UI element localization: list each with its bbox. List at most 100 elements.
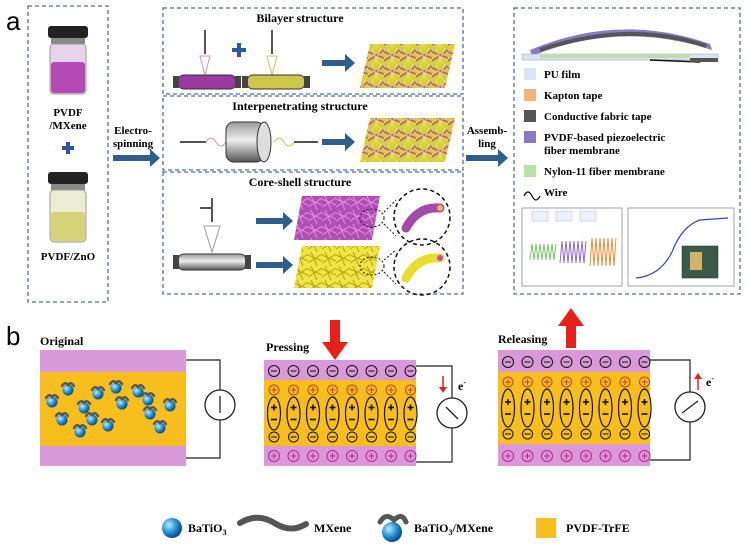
voltage-trace: [559, 240, 587, 264]
surface-charge: [521, 450, 534, 462]
mxene-sheet-icon: [237, 514, 309, 532]
wire-icon: [523, 191, 541, 201]
batio3-particle: [110, 382, 122, 394]
mxene-flake: [130, 384, 146, 390]
electrospinning-label-1: Electro-: [114, 125, 152, 137]
bound-charge: [541, 428, 553, 440]
surface-charge: [638, 356, 651, 368]
batio3-mxene-icon: [377, 514, 409, 542]
surface-charge: [521, 356, 534, 368]
surface-charge: [307, 450, 319, 462]
original-device: [40, 350, 186, 466]
releasing-electron-label: e-: [706, 374, 714, 389]
original-title: Original: [40, 334, 84, 348]
vial-top-label-line2: /MXene: [48, 120, 86, 132]
surface-charge: [385, 365, 397, 377]
bound-charge: [288, 384, 299, 396]
mxene-flake: [100, 418, 116, 424]
original-particles: [44, 380, 178, 438]
interpenetrating-spinner: [180, 121, 318, 163]
bilayer-membrane: [360, 44, 455, 88]
bound-charge: [385, 431, 397, 443]
interpenetrating-membrane: [360, 118, 455, 162]
releasing-circuit: [650, 359, 691, 461]
dipole: [539, 388, 555, 428]
surface-charge: [541, 450, 553, 462]
pressing-title: Pressing: [266, 340, 309, 354]
surface-charge: [404, 450, 417, 462]
batio3-particle: [164, 400, 176, 412]
voltage-trace: [589, 237, 617, 267]
bound-charge: [580, 428, 592, 440]
core-shell-fiber-yellow: [401, 253, 445, 283]
bound-charge: [288, 431, 299, 443]
bound-charge: [405, 384, 416, 396]
legend-swatch: [524, 68, 536, 80]
legend-item-label: Wire: [544, 187, 568, 199]
bound-charge: [541, 376, 553, 388]
batio3-particle: [102, 420, 114, 432]
device-illustration: [521, 29, 719, 63]
device-box: [513, 7, 741, 295]
bound-charge: [639, 376, 650, 388]
legend-item-label: Conductive fabric tape: [544, 111, 652, 123]
dipole: [617, 388, 633, 428]
zoom-circle-2: [393, 238, 451, 296]
core-shell-fiber-purple: [401, 203, 445, 233]
legend-swatch: [524, 165, 536, 177]
surface-charge: [287, 450, 300, 462]
legend-swatch: [524, 89, 536, 101]
surface-charge: [599, 356, 612, 368]
materials-box: [27, 5, 109, 303]
panel-a-label: a: [6, 6, 21, 36]
releasing-title: Releasing: [498, 332, 547, 346]
bound-charge: [502, 376, 514, 388]
bound-charge: [405, 431, 416, 443]
surface-charge: [619, 450, 631, 462]
batio3-particle: [144, 408, 156, 420]
coreshell-arrow-1: [256, 212, 293, 230]
plus-icon: [62, 142, 74, 154]
mxene-flake: [76, 400, 92, 406]
legend-pvdf-trfe: PVDF-TrFE: [566, 521, 630, 535]
dipole: [637, 388, 652, 428]
dipole: [344, 396, 360, 431]
batio3-particle: [116, 398, 128, 410]
bound-charge: [268, 431, 280, 443]
surface-charge: [326, 450, 339, 462]
coreshell-membrane-purple: [294, 196, 380, 240]
mxene-flake: [60, 382, 76, 388]
charging-plot-thumbnail: [627, 207, 735, 287]
mxene-flake: [72, 424, 88, 430]
surface-charge: [385, 450, 397, 462]
dipole: [559, 388, 574, 428]
electrospinning-arrow: [113, 149, 160, 167]
dipole: [578, 388, 594, 428]
releasing-arrow: [558, 308, 584, 348]
bound-charge: [561, 376, 572, 388]
bilayer-title: Bilayer structure: [256, 11, 344, 25]
legend-batio3: BaTiO3: [188, 521, 226, 537]
plus-icon-bilayer: [232, 43, 246, 57]
voltage-plot-thumbnail: [521, 207, 623, 287]
coreshell-membrane-yellow: [294, 246, 380, 288]
releasing-dipoles: [500, 356, 652, 462]
dipole: [325, 396, 340, 431]
dipole: [266, 396, 282, 431]
surface-charge: [541, 356, 553, 368]
bilayer-spinner-2: [242, 30, 310, 90]
mxene-flake: [114, 396, 130, 402]
bound-charge: [600, 428, 611, 440]
panel-b-label: b: [6, 321, 20, 351]
bound-charge: [580, 376, 592, 388]
dipole: [598, 388, 613, 428]
dipole: [520, 388, 535, 428]
voltage-trace: [529, 243, 557, 261]
coreshell-box: [162, 171, 464, 295]
surface-charge: [599, 450, 612, 462]
surface-charge: [560, 450, 573, 462]
batio3-particle: [142, 394, 154, 406]
bound-charge: [366, 384, 377, 396]
vial-top-label-line1: PVDF: [53, 107, 83, 119]
surface-charge: [619, 356, 631, 368]
